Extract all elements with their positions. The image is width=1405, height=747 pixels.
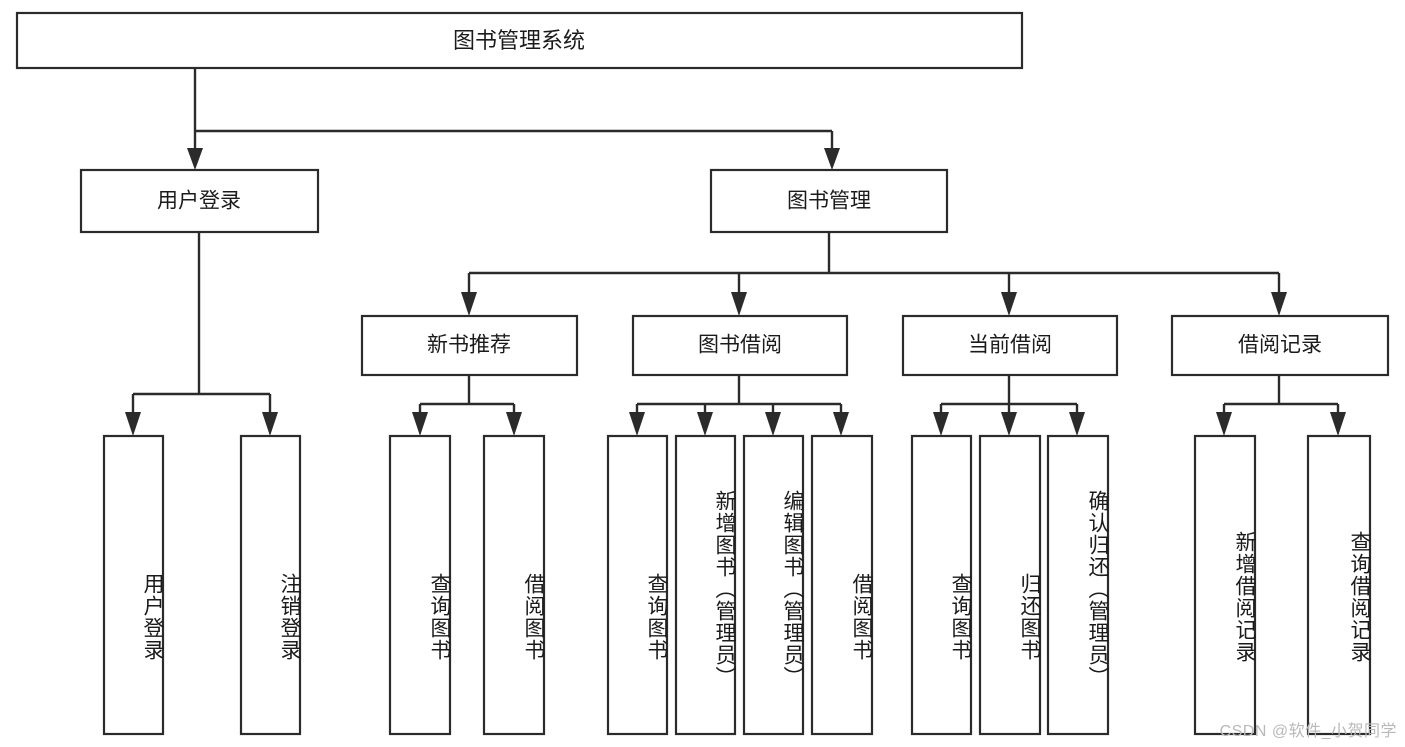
node-user-login[interactable]: 用户登录 — [79, 168, 320, 234]
node-book-borrow-label: 图书借阅 — [698, 334, 782, 357]
node-borrow-record-label: 借阅记录 — [1238, 334, 1322, 357]
node-book-borrow[interactable]: 图书借阅 — [631, 314, 849, 377]
leaf-box-currentborrow-1[interactable] — [978, 434, 1042, 736]
leaf-box-bookborrow-2[interactable] — [742, 434, 805, 736]
leaf-box-currentborrow-0[interactable] — [910, 434, 973, 736]
node-book-management-label: 图书管理 — [787, 190, 871, 213]
node-borrow-record[interactable]: 借阅记录 — [1170, 314, 1390, 377]
node-current-borrow[interactable]: 当前借阅 — [901, 314, 1119, 377]
leaf-box-borrowrecord-1[interactable] — [1306, 434, 1372, 736]
connector-newbook-to-leaves — [412, 376, 522, 436]
leaf-box-bookborrow-3[interactable] — [810, 434, 874, 736]
leaf-box-currentborrow-2[interactable] — [1046, 434, 1110, 736]
node-book-management[interactable]: 图书管理 — [709, 168, 949, 234]
connector-borrowrecord-to-leaves — [1216, 376, 1346, 436]
node-user-login-label: 用户登录 — [157, 190, 241, 213]
leaf-box-newbook-0[interactable] — [388, 434, 452, 736]
node-new-book-recommend-label: 新书推荐 — [427, 334, 511, 357]
leaf-box-user-login-0[interactable] — [102, 434, 165, 736]
connector-root-to-level1 — [187, 69, 840, 170]
node-root-label: 图书管理系统 — [453, 28, 585, 53]
watermark-text: CSDN @软件_小贺同学 — [1219, 723, 1397, 740]
connector-currentborrow-to-leaves — [933, 376, 1085, 436]
leaf-box-bookborrow-1[interactable] — [674, 434, 737, 736]
connector-userlogin-to-leaves — [125, 233, 278, 436]
leaf-box-borrowrecord-0[interactable] — [1193, 434, 1257, 736]
node-current-borrow-label: 当前借阅 — [968, 334, 1052, 357]
leaf-box-newbook-1[interactable] — [482, 434, 546, 736]
leaf-box-user-login-1[interactable] — [239, 434, 302, 736]
node-root[interactable]: 图书管理系统 — [15, 11, 1024, 70]
leaf-box-bookborrow-0[interactable] — [606, 434, 669, 736]
connector-bookmgmt-to-level2 — [461, 233, 1287, 316]
node-new-book-recommend[interactable]: 新书推荐 — [360, 314, 579, 377]
connector-borrowbook-to-leaves — [629, 376, 849, 436]
